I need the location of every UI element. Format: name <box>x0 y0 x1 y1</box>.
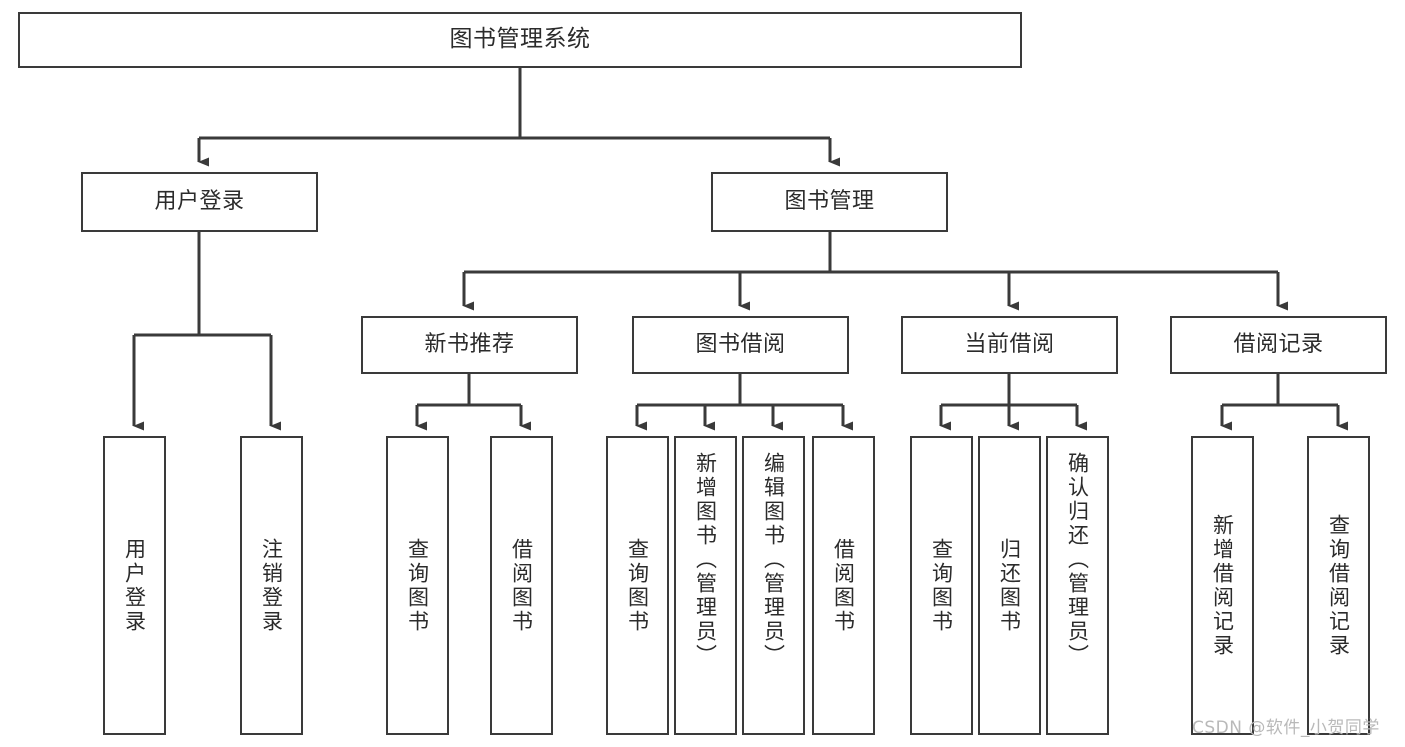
node-label: 用户登录 <box>154 189 245 215</box>
node-label: 确认归还（管理员） <box>1065 452 1090 668</box>
leaf-logout[interactable]: 注销登录 <box>240 436 303 735</box>
node-label: 注销登录 <box>259 537 284 634</box>
node-label: 借阅记录 <box>1233 332 1324 358</box>
leaf-user-login[interactable]: 用户登录 <box>103 436 166 735</box>
leaf-newbook-borrow-books[interactable]: 借阅图书 <box>490 436 553 735</box>
node-label: 查询图书 <box>625 537 650 634</box>
leaf-borrow-edit-book-admin[interactable]: 编辑图书（管理员） <box>742 436 805 735</box>
leaf-current-query-books[interactable]: 查询图书 <box>910 436 973 735</box>
node-label: 借阅图书 <box>509 537 534 634</box>
node-label: 图书管理系统 <box>449 26 591 53</box>
node-label: 新增借阅记录 <box>1210 513 1235 658</box>
node-label: 新增图书（管理员） <box>693 452 718 668</box>
leaf-records-query-record[interactable]: 查询借阅记录 <box>1307 436 1370 735</box>
leaf-current-return-books[interactable]: 归还图书 <box>978 436 1041 735</box>
node-book-borrowing[interactable]: 图书借阅 <box>632 316 849 374</box>
node-label: 当前借阅 <box>964 332 1055 358</box>
node-label: 图书管理 <box>784 189 875 215</box>
node-label: 查询借阅记录 <box>1326 513 1351 658</box>
leaf-records-add-record[interactable]: 新增借阅记录 <box>1191 436 1254 735</box>
node-book-management[interactable]: 图书管理 <box>711 172 948 232</box>
leaf-borrow-add-book-admin[interactable]: 新增图书（管理员） <box>674 436 737 735</box>
leaf-current-confirm-return-admin[interactable]: 确认归还（管理员） <box>1046 436 1109 735</box>
node-new-book-recommendation[interactable]: 新书推荐 <box>361 316 578 374</box>
node-label: 用户登录 <box>122 537 147 634</box>
node-label: 查询图书 <box>405 537 430 634</box>
node-root-book-management-system[interactable]: 图书管理系统 <box>18 12 1022 68</box>
leaf-newbook-query-books[interactable]: 查询图书 <box>386 436 449 735</box>
node-label: 借阅图书 <box>831 537 856 634</box>
node-user-login[interactable]: 用户登录 <box>81 172 318 232</box>
node-current-borrowing[interactable]: 当前借阅 <box>901 316 1118 374</box>
leaf-borrow-borrow-books[interactable]: 借阅图书 <box>812 436 875 735</box>
node-label: 编辑图书（管理员） <box>761 452 786 668</box>
node-label: 图书借阅 <box>695 332 786 358</box>
leaf-borrow-query-books[interactable]: 查询图书 <box>606 436 669 735</box>
node-borrowing-records[interactable]: 借阅记录 <box>1170 316 1387 374</box>
node-label: 归还图书 <box>997 537 1022 634</box>
node-label: 查询图书 <box>929 537 954 634</box>
node-label: 新书推荐 <box>424 332 515 358</box>
